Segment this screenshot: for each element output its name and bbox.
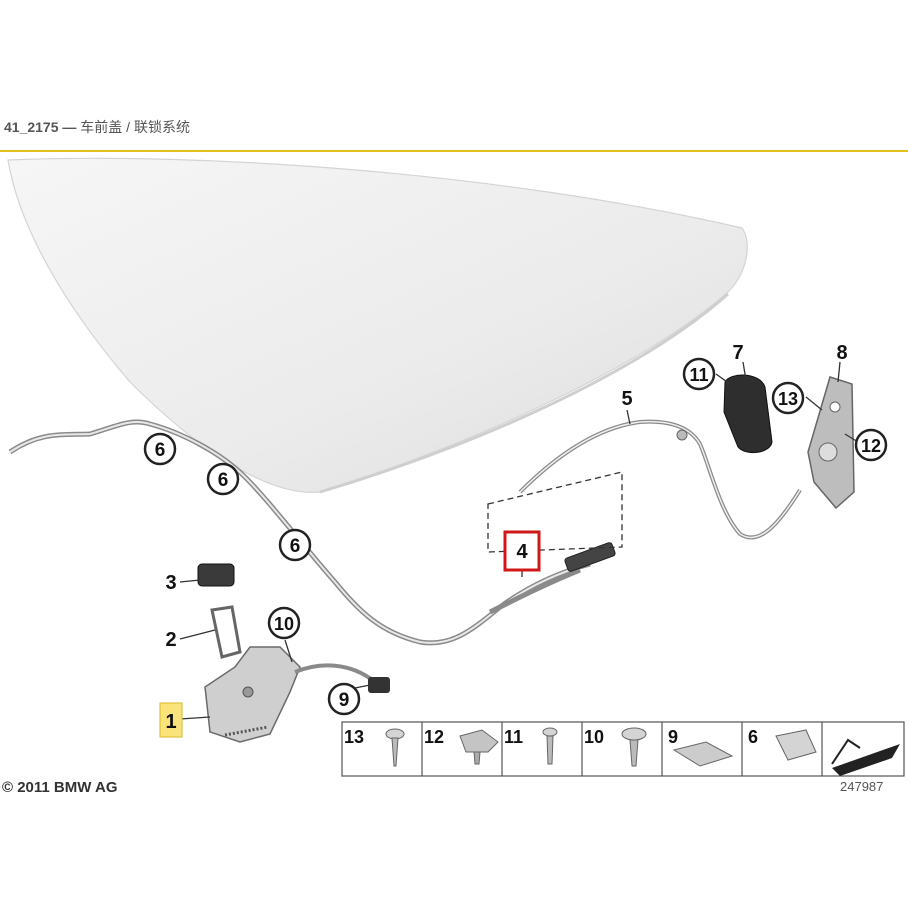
svg-text:4: 4 (516, 541, 528, 563)
part-7-label: 7 (732, 342, 743, 364)
nut-12-icon (459, 729, 499, 765)
safety-catch-7 (723, 374, 773, 454)
fastener-label-10: 10 (584, 727, 604, 747)
screw-11-icon (542, 727, 558, 765)
part-6-label-b: 6 (206, 462, 240, 496)
part-6-label-a: 6 (143, 432, 177, 466)
clip-nut-9-icon (672, 741, 734, 767)
diagram-header: 41_2175 — 车前盖 / 联锁系统 (4, 117, 190, 137)
part-3-label: 3 (165, 572, 176, 594)
part-6-label-c: 6 (278, 528, 312, 562)
svg-text:1: 1 (165, 711, 176, 733)
fastener-label-13: 13 (344, 727, 364, 747)
fastener-label-6: 6 (748, 727, 758, 747)
screw-10-icon (621, 727, 647, 767)
connector-9 (368, 677, 390, 693)
svg-text:12: 12 (861, 436, 881, 456)
fastener-label-9: 9 (668, 727, 678, 747)
fastener-label-11: 11 (504, 727, 523, 747)
fastener-label-12: 12 (424, 727, 444, 747)
header-rule (0, 150, 908, 152)
svg-text:13: 13 (778, 389, 798, 409)
cable-4-sleeve (564, 542, 616, 572)
screw-13-icon (385, 728, 405, 767)
hood-lock-pivot (242, 686, 254, 698)
copyright: © 2011 BMW AG (2, 779, 118, 796)
clip-2 (210, 605, 242, 659)
part-1-label[interactable]: 1 (159, 702, 183, 738)
bracket-8-hole-a (829, 401, 841, 413)
diagram-code: 41_2175 (4, 119, 59, 135)
part-10-label: 10 (267, 606, 301, 640)
diagram-number: 247987 (840, 779, 884, 794)
hood-lock-spring (224, 725, 269, 737)
svg-text:10: 10 (274, 614, 294, 634)
handle-3 (197, 563, 235, 587)
part-13-label: 13 (771, 381, 805, 415)
svg-text:6: 6 (218, 470, 229, 491)
clip-6-icon (775, 729, 817, 761)
arrow-icon (831, 738, 900, 776)
part-2-label: 2 (165, 629, 176, 651)
diagram-title: 车前盖 / 联锁系统 (80, 119, 190, 135)
part-4-label[interactable]: 4 (503, 530, 541, 572)
cable-5-inner (519, 420, 801, 539)
part-12-label: 12 (854, 428, 888, 462)
header-separator: — (62, 119, 77, 135)
svg-text:11: 11 (689, 365, 708, 385)
svg-text:6: 6 (155, 440, 166, 461)
part-5-label: 5 (621, 388, 632, 410)
bracket-8 (807, 376, 855, 510)
part-8-label: 8 (836, 342, 847, 364)
cable-4-dashed-outline (487, 471, 623, 553)
part-11-label: 11 (682, 357, 716, 391)
parts-diagram: 6 6 6 10 9 11 13 12 7 8 5 3 2 1 4 (7, 157, 905, 777)
svg-text:6: 6 (290, 536, 301, 557)
lock-cable-10 (294, 663, 377, 684)
cable-5-end (676, 429, 688, 441)
part-9-label: 9 (327, 682, 361, 716)
hood-edge (319, 292, 729, 494)
cable-4 (488, 567, 581, 615)
hood-panel (7, 157, 748, 493)
svg-text:9: 9 (339, 690, 350, 711)
bracket-8-hole-b (818, 442, 838, 462)
